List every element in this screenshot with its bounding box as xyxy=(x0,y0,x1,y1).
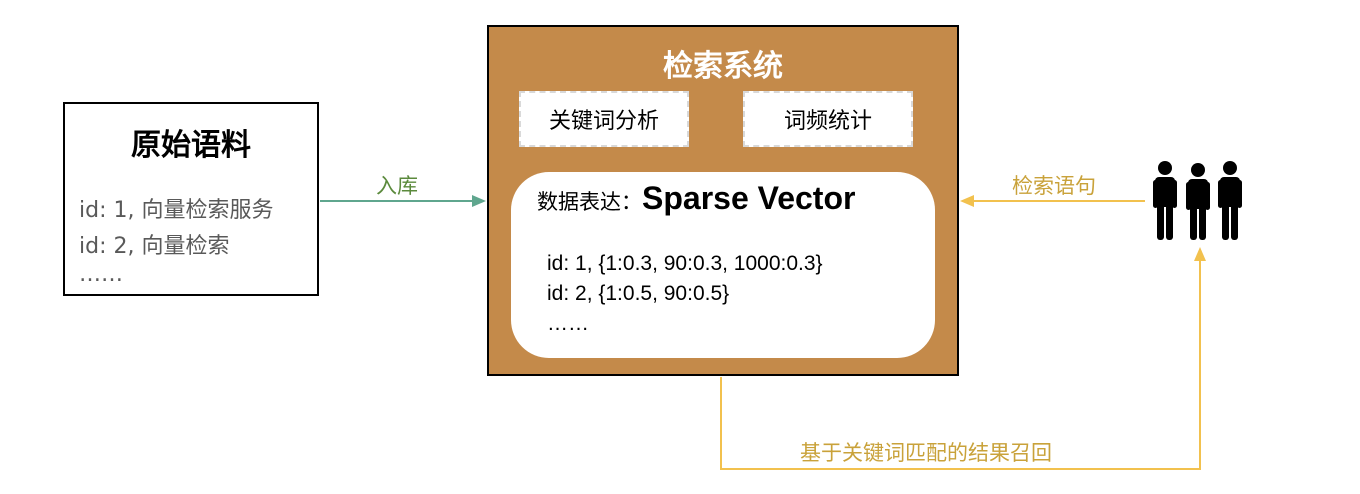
users-icon xyxy=(1153,161,1242,240)
data-representation-panel: 数据表达：Sparse Vector id: 1, {1:0.3, 90:0.3… xyxy=(511,172,935,358)
corpus-line: id: 1, 向量检索服务 xyxy=(79,198,274,223)
keyword-analysis-module: 关键词分析 xyxy=(519,91,689,147)
sparse-vector-row: id: 1, {1:0.3, 90:0.3, 1000:0.3} xyxy=(547,252,823,275)
data-representation-label: 数据表达： xyxy=(537,190,642,214)
recall-arrow-line xyxy=(720,260,1201,470)
retrieval-system-box: 检索系统 关键词分析 词频统计 数据表达：Sparse Vector id: 1… xyxy=(487,25,959,376)
ingest-label: 入库 xyxy=(376,174,418,198)
ingest-arrowhead xyxy=(472,195,486,207)
term-frequency-module: 词频统计 xyxy=(743,91,913,147)
corpus-line: id: 2, 向量检索 xyxy=(79,234,230,259)
query-arrowhead xyxy=(960,195,974,207)
raw-corpus-box: 原始语料 id: 1, 向量检索服务 id: 2, 向量检索 …… xyxy=(63,102,319,296)
recall-label: 基于关键词匹配的结果召回 xyxy=(800,441,1052,465)
data-representation-heading: 数据表达：Sparse Vector xyxy=(537,180,855,217)
corpus-line: …… xyxy=(79,262,123,287)
data-representation-value: Sparse Vector xyxy=(642,180,856,216)
recall-arrowhead xyxy=(1194,247,1206,261)
raw-corpus-title: 原始语料 xyxy=(131,128,251,163)
retrieval-system-title: 检索系统 xyxy=(663,49,783,84)
query-label: 检索语句 xyxy=(1012,174,1096,198)
sparse-vector-row: id: 2, {1:0.5, 90:0.5} xyxy=(547,282,730,305)
sparse-vector-row: …… xyxy=(547,312,589,335)
